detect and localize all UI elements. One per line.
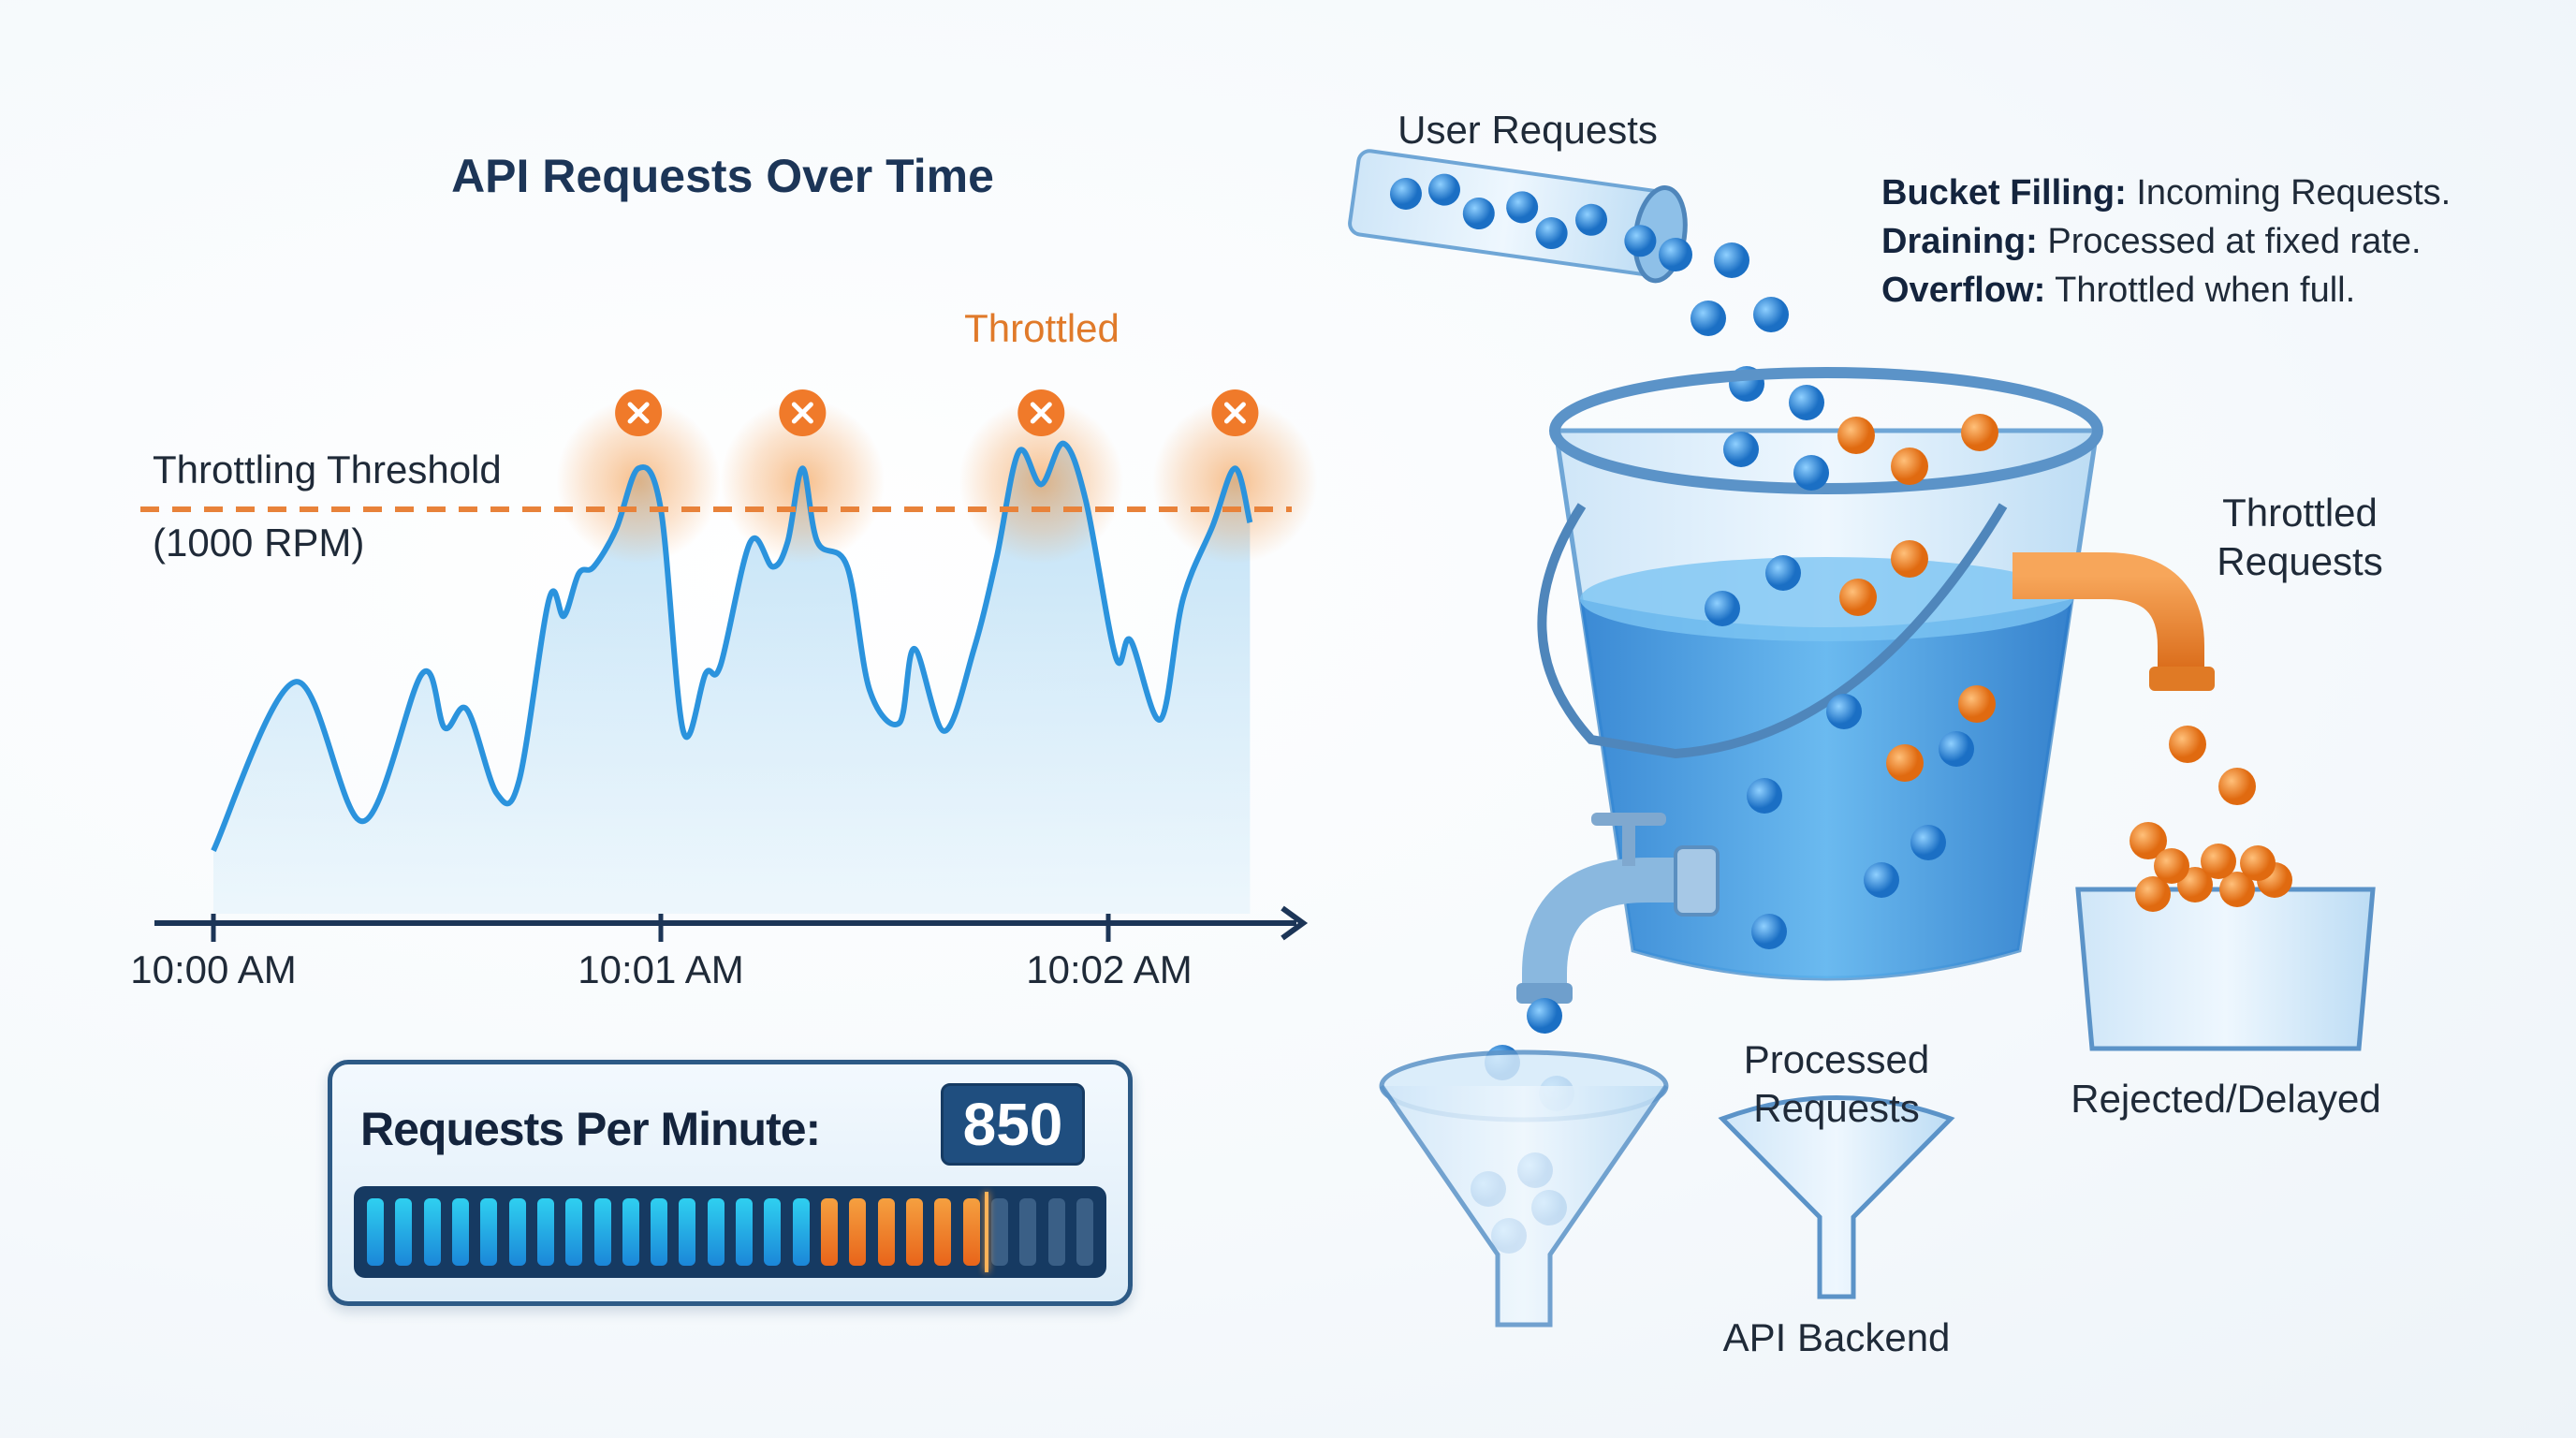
throttle-x-icon bbox=[627, 402, 650, 424]
rpm-value: 850 bbox=[941, 1083, 1085, 1166]
level-segment bbox=[934, 1198, 952, 1266]
threshold-label: Throttling Threshold bbox=[153, 448, 502, 492]
api-backend-label: API Backend bbox=[1722, 1315, 1951, 1359]
level-segment bbox=[736, 1198, 754, 1266]
legend-item: Bucket Filling: Incoming Requests. bbox=[1881, 169, 2451, 217]
level-segment bbox=[962, 1198, 980, 1266]
level-segment bbox=[821, 1198, 838, 1266]
level-segment bbox=[792, 1198, 810, 1266]
series-line bbox=[211, 440, 1253, 852]
bucket-request-balls bbox=[1705, 432, 1974, 949]
level-segment bbox=[593, 1198, 611, 1266]
legend-desc: Processed at fixed rate. bbox=[2047, 222, 2422, 261]
x-tick-label: 10:00 AM bbox=[130, 947, 297, 991]
chart-title: API Requests Over Time bbox=[451, 150, 994, 202]
level-segment bbox=[395, 1198, 413, 1266]
throttle-glow bbox=[959, 399, 1124, 564]
level-segment bbox=[877, 1198, 895, 1266]
left-funnel bbox=[1379, 1049, 1669, 1328]
rejected-label: Rejected/Delayed bbox=[2071, 1077, 2381, 1121]
throttle-glow bbox=[720, 399, 886, 564]
throttle-glow bbox=[1152, 399, 1318, 564]
rpm-label: Requests Per Minute: bbox=[360, 1103, 821, 1155]
area-fill bbox=[213, 443, 1251, 914]
legend-term: Draining: bbox=[1881, 222, 2038, 261]
level-segment bbox=[451, 1198, 469, 1266]
throttle-x-icon bbox=[1030, 402, 1052, 424]
rejected-tray bbox=[2075, 844, 2376, 1051]
throttle-x-icon bbox=[1223, 402, 1246, 424]
rpm-gauge-panel: Requests Per Minute: 850 bbox=[328, 1060, 1133, 1306]
legend-item: Overflow: Throttled when full. bbox=[1881, 266, 2451, 315]
leaky-bucket-illustration bbox=[1348, 149, 2376, 1328]
level-marker bbox=[984, 1192, 988, 1272]
legend-item: Draining: Processed at fixed rate. bbox=[1881, 217, 2451, 266]
legend-desc: Incoming Requests. bbox=[2136, 173, 2452, 213]
bucket-throttled-balls bbox=[1837, 414, 1998, 782]
level-segment bbox=[565, 1198, 583, 1266]
throttle-x-icon bbox=[791, 402, 813, 424]
throttled-requests-label: Throttled Requests bbox=[2217, 489, 2382, 586]
level-segment bbox=[849, 1198, 867, 1266]
right-funnel bbox=[1718, 1095, 1955, 1299]
throttled-falling-balls bbox=[2130, 726, 2256, 859]
throttled-label: Throttled bbox=[964, 306, 1120, 350]
level-segment bbox=[1019, 1198, 1037, 1266]
processed-line: Processed bbox=[1743, 1037, 1930, 1081]
legend-term: Bucket Filling: bbox=[1881, 173, 2127, 213]
x-tick-label: 10:02 AM bbox=[1026, 947, 1193, 991]
level-segment bbox=[622, 1198, 639, 1266]
level-segment bbox=[367, 1198, 384, 1266]
user-requests-label: User Requests bbox=[1398, 108, 1658, 152]
throttled-requests-line: Throttled bbox=[2222, 491, 2378, 535]
bucket-legend: Bucket Filling: Incoming Requests. Drain… bbox=[1881, 169, 2451, 315]
incoming-request-balls bbox=[1659, 238, 1824, 420]
level-segment bbox=[423, 1198, 441, 1266]
processed-line: Requests bbox=[1753, 1086, 1920, 1130]
x-axis-arrow bbox=[1281, 905, 1309, 941]
throttled-requests-line: Requests bbox=[2217, 539, 2383, 583]
x-tick-label: 10:01 AM bbox=[578, 947, 744, 991]
level-segment bbox=[764, 1198, 782, 1266]
level-segment bbox=[651, 1198, 668, 1266]
level-segment bbox=[480, 1198, 498, 1266]
legend-term: Overflow: bbox=[1881, 271, 2046, 310]
level-segment bbox=[536, 1198, 554, 1266]
faucet bbox=[1516, 813, 1720, 1004]
level-segment bbox=[508, 1198, 526, 1266]
processed-requests-label: Processed Requests bbox=[1744, 1035, 1929, 1133]
level-segment bbox=[1076, 1198, 1093, 1266]
threshold-sublabel: (1000 RPM) bbox=[153, 521, 365, 565]
legend-desc: Throttled when full. bbox=[2055, 271, 2356, 310]
requests-chart bbox=[140, 389, 1318, 942]
level-segment bbox=[990, 1198, 1008, 1266]
overflow-pipe bbox=[2012, 552, 2204, 674]
rpm-level-bar bbox=[354, 1186, 1106, 1278]
request-pipe bbox=[1348, 149, 1688, 284]
level-segment bbox=[679, 1198, 696, 1266]
level-segment bbox=[905, 1198, 923, 1266]
throttle-glow bbox=[556, 399, 722, 564]
level-segment bbox=[707, 1198, 724, 1266]
level-segment bbox=[1047, 1198, 1065, 1266]
